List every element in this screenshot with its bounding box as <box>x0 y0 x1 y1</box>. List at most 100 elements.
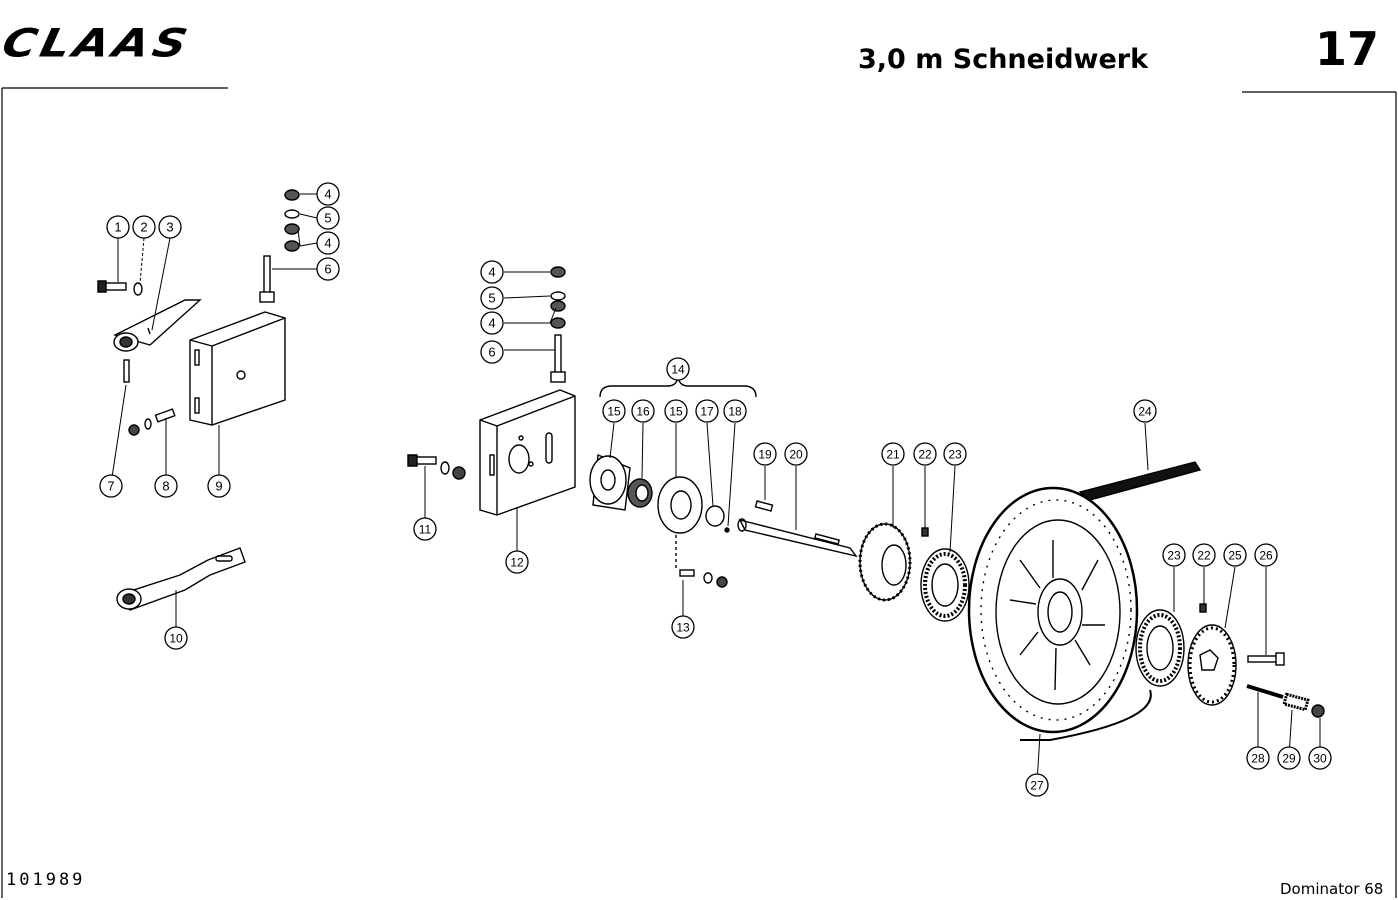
callout-number: 4 <box>488 316 495 331</box>
callout-number: 7 <box>107 479 114 494</box>
callout-number: 4 <box>324 236 331 251</box>
callout-circle <box>664 399 688 423</box>
arm-part-3 <box>113 299 202 352</box>
callout-circle <box>480 340 504 364</box>
callout-circle <box>913 442 937 466</box>
callout-number: 30 <box>1313 752 1327 766</box>
callout-c15b: 15 <box>664 399 688 423</box>
callout-number: 11 <box>419 523 432 537</box>
callout-number: 4 <box>324 187 331 202</box>
callout-c25: 25 <box>1223 543 1247 567</box>
callout-c5a: 5 <box>316 206 340 230</box>
callout-number: 10 <box>169 632 183 646</box>
callout-circle <box>154 474 178 498</box>
bolt-part-26 <box>1247 652 1285 666</box>
callout-circle <box>1308 746 1332 770</box>
block-part-12 <box>479 389 576 516</box>
callout-c26: 26 <box>1254 543 1278 567</box>
key-part-19 <box>754 500 774 512</box>
callout-circle <box>1025 773 1049 797</box>
callout-number: 2 <box>140 220 147 235</box>
bearing-bracket <box>589 453 730 534</box>
callout-number: 25 <box>1228 549 1242 563</box>
callout-circle <box>480 260 504 284</box>
callout-c6a: 6 <box>316 257 340 281</box>
callout-number: 20 <box>789 448 803 462</box>
callout-circle <box>671 615 695 639</box>
callout-number: 9 <box>215 479 222 494</box>
callout-circle <box>723 399 747 423</box>
friction-disc-part-23-lower <box>1135 609 1185 687</box>
callout-circle <box>1192 543 1216 567</box>
callout-circle <box>943 442 967 466</box>
screw-part-22-lower <box>1199 603 1207 613</box>
callout-c7: 7 <box>99 474 123 498</box>
callout-number: 21 <box>886 448 900 462</box>
callout-c22a: 22 <box>913 442 937 466</box>
callout-c24: 24 <box>1133 399 1157 423</box>
callout-number: 14 <box>671 363 685 377</box>
bolt-part-11 <box>407 454 466 480</box>
callout-c4d: 4 <box>480 311 504 335</box>
callout-c5b: 5 <box>480 286 504 310</box>
bracket-brace-14 <box>599 377 757 398</box>
callout-c17: 17 <box>695 399 719 423</box>
callout-c2: 2 <box>132 215 156 239</box>
callout-number: 28 <box>1251 752 1265 766</box>
callout-circle <box>505 550 529 574</box>
callout-circle <box>695 399 719 423</box>
callout-circle <box>753 442 777 466</box>
callout-circle <box>106 215 130 239</box>
callout-number: 22 <box>1197 549 1211 563</box>
callout-circle <box>99 474 123 498</box>
callout-c14: 14 <box>666 357 690 381</box>
block-part-9 <box>189 311 286 426</box>
callout-circle <box>1277 746 1301 770</box>
callout-circle <box>1223 543 1247 567</box>
callout-circle <box>1162 543 1186 567</box>
callout-c16: 16 <box>631 399 655 423</box>
callout-number: 5 <box>488 291 495 306</box>
bolt-part-13 <box>675 535 728 588</box>
callout-c23b: 23 <box>1162 543 1186 567</box>
callout-c9: 9 <box>207 474 231 498</box>
callout-circle <box>207 474 231 498</box>
callout-number: 3 <box>166 220 173 235</box>
callout-c4c: 4 <box>480 260 504 284</box>
callout-circle <box>1133 399 1157 423</box>
friction-disc-part-23-upper <box>920 548 970 622</box>
callout-c8: 8 <box>154 474 178 498</box>
callout-c23a: 23 <box>943 442 967 466</box>
callout-c21: 21 <box>881 442 905 466</box>
callout-number: 29 <box>1282 752 1296 766</box>
callout-circle <box>316 206 340 230</box>
callout-circle <box>784 442 808 466</box>
callout-c19: 19 <box>753 442 777 466</box>
callout-c3: 3 <box>158 215 182 239</box>
callout-circle <box>316 182 340 206</box>
shaft-part-20 <box>737 518 858 558</box>
document-number: 101989 <box>6 870 86 890</box>
callout-c30: 30 <box>1308 746 1332 770</box>
callout-number: 16 <box>636 405 650 419</box>
callout-number: 4 <box>488 265 495 280</box>
callout-number: 12 <box>510 556 524 570</box>
nut-stack-left <box>284 189 300 252</box>
callout-c22b: 22 <box>1192 543 1216 567</box>
callout-c29: 29 <box>1277 746 1301 770</box>
callout-c4b: 4 <box>316 231 340 255</box>
callout-c28: 28 <box>1246 746 1270 770</box>
callout-c15a: 15 <box>602 399 626 423</box>
callout-number: 23 <box>1167 549 1181 563</box>
pin-part-7 <box>123 359 130 383</box>
bolt-part-1 <box>97 280 127 293</box>
callout-c13: 13 <box>671 615 695 639</box>
frame-lines <box>1 87 1397 898</box>
callout-number: 24 <box>1138 405 1152 419</box>
callout-circle <box>413 517 437 541</box>
washer-part-2 <box>133 282 143 296</box>
callout-circle <box>480 286 504 310</box>
page-title: 3,0 m Schneidwerk <box>858 44 1149 75</box>
